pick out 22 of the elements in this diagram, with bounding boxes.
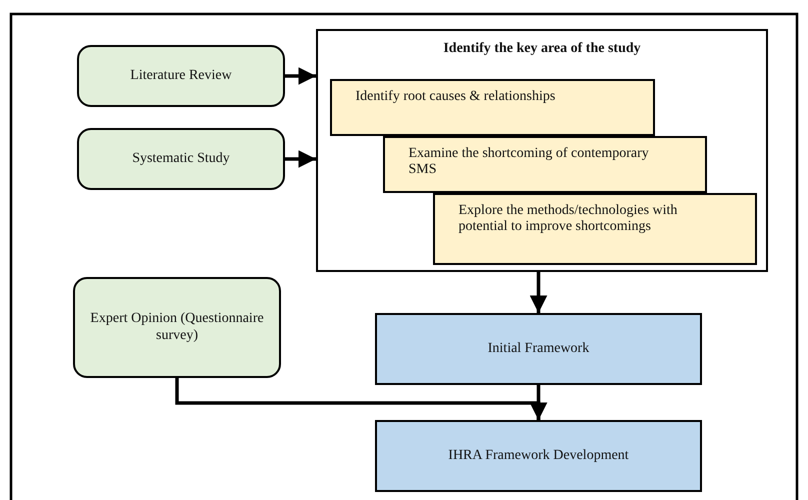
process-box: [375, 313, 702, 385]
box-label: Expert Opinion (Questionnaire survey): [89, 310, 265, 344]
box-label: Identify root causes & relationships: [356, 88, 556, 106]
box-label: Examine the shortcoming of contemporary SMS: [408, 146, 650, 180]
arrow: [175, 378, 548, 420]
source-box: [77, 45, 285, 107]
source-box: [77, 128, 285, 190]
arrow: [285, 67, 316, 85]
source-box: [73, 277, 281, 378]
group-heading: Identify the key area of the study: [443, 41, 641, 58]
box-label: IHRA Framework Development: [448, 448, 629, 464]
arrow: [530, 272, 548, 313]
step-card: [330, 78, 654, 136]
box-label: Initial Framework: [488, 340, 590, 358]
box-label: Explore the methods/technologies with potential to improve shortcomings: [458, 202, 678, 236]
box-label: Literature Review: [130, 68, 232, 84]
process-box: [375, 420, 702, 492]
step-card: [432, 192, 756, 264]
group-frame: [316, 29, 768, 272]
arrow: [285, 150, 316, 168]
box-label: Systematic Study: [132, 150, 230, 168]
step-card: [382, 136, 706, 192]
